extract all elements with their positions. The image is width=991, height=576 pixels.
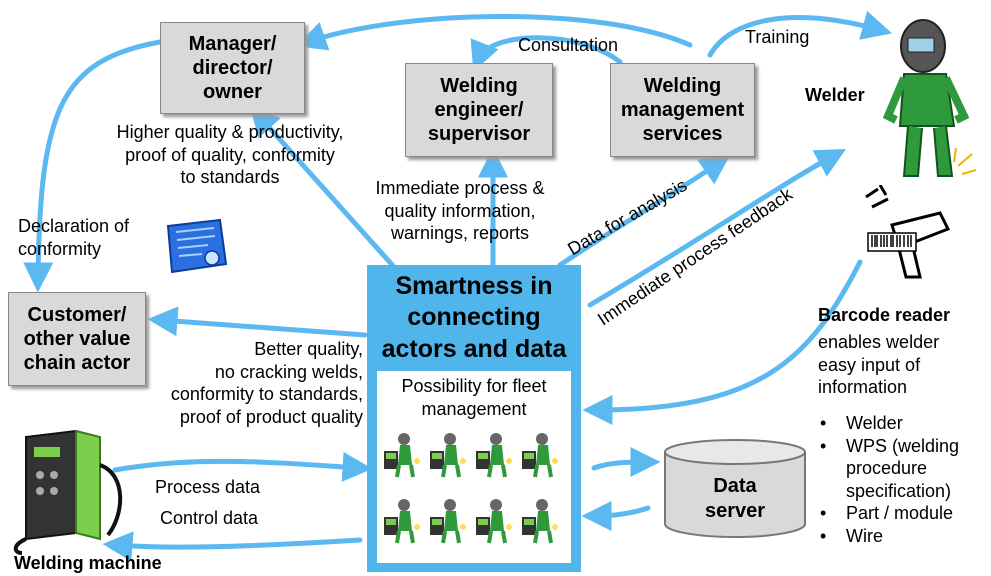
- barcode-reader-title: Barcode reader: [818, 305, 951, 325]
- fleet-welder-icon: [428, 497, 468, 545]
- arrow-services-to-manager: [296, 14, 693, 51]
- list-item: WPS (welding procedure specification): [818, 435, 959, 503]
- label-control-data: Control data: [160, 508, 259, 528]
- arrow-manager-to-customer: [23, 39, 163, 293]
- arrow-hub-to-welder: [587, 149, 846, 308]
- welding-machine-label: Welding machine: [14, 553, 162, 573]
- list-item: Wire: [818, 525, 959, 548]
- customer-box: Customer/ other value chain actor: [8, 292, 146, 386]
- arrow-server-to-hub: [581, 500, 651, 531]
- barcode-input-list: Welder WPS (welding procedure specificat…: [818, 412, 959, 547]
- certificate-icon: [166, 218, 228, 274]
- list-item: Welder: [818, 412, 959, 435]
- fleet-welder-icon: [474, 497, 514, 545]
- arrow-control-data: [102, 531, 363, 562]
- label-manager-benefit: Higher quality & productivity, proof of …: [116, 122, 344, 187]
- arrow-barcode-to-hub: [582, 259, 863, 425]
- label-declaration: Declaration of conformity: [18, 216, 130, 259]
- hub-title: Smartness in connecting actors and data: [381, 272, 567, 363]
- services-box: Welding management services: [610, 63, 755, 157]
- fleet-welder-icon: [382, 497, 422, 545]
- arrow-hub-to-customer: [147, 306, 368, 338]
- arrow-consultation: [470, 35, 623, 72]
- database-cylinder-icon: [664, 439, 806, 538]
- fleet-welder-icon: [520, 497, 560, 545]
- manager-box: Manager/ director/ owner: [160, 22, 305, 114]
- arrow-hub-to-manager: [249, 105, 398, 271]
- arrow-hub-to-server: [591, 447, 661, 478]
- welding-machine-icon: [13, 429, 123, 555]
- arrow-process-data: [112, 451, 373, 482]
- barcode-description: enables welder easy input of information: [818, 332, 940, 397]
- barcode-reader-icon: [865, 185, 951, 279]
- arrow-training: [707, 10, 893, 58]
- label-engineer-info: Immediate process & quality information,…: [375, 178, 545, 243]
- fleet-panel: Possibility for fleet management: [377, 371, 571, 563]
- engineer-box: Welding engineer/ supervisor: [405, 63, 553, 157]
- label-process-data: Process data: [155, 477, 261, 497]
- fleet-grid: [382, 431, 560, 545]
- smart-hub: Smartness in connecting actors and data …: [367, 265, 581, 572]
- fleet-subtitle: Possibility for fleet management: [401, 376, 547, 419]
- fleet-welder-icon: [474, 431, 514, 479]
- welder-label: Welder: [805, 85, 865, 105]
- fleet-welder-icon: [382, 431, 422, 479]
- label-training: Training: [745, 27, 810, 47]
- label-customer-benefit: Better quality, no cracking welds, confo…: [170, 339, 363, 427]
- fleet-welder-icon: [428, 431, 468, 479]
- welder-icon: [882, 19, 977, 177]
- fleet-welder-icon: [520, 431, 560, 479]
- list-item: Part / module: [818, 502, 959, 525]
- label-consultation: Consultation: [518, 35, 619, 55]
- data-server-label: Data server: [704, 475, 766, 522]
- arrow-hub-to-services: [557, 154, 731, 268]
